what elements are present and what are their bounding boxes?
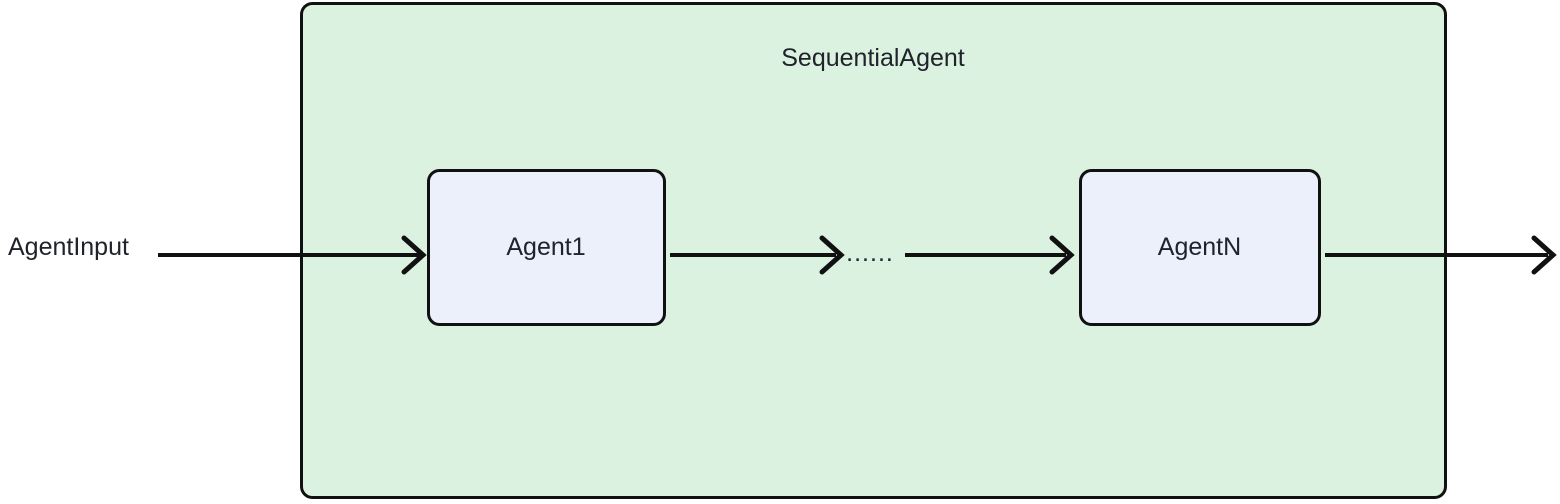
agentn-node[interactable] — [1079, 169, 1321, 326]
agent1-label: Agent1 — [506, 233, 586, 261]
agentn-label: AgentN — [1157, 233, 1242, 261]
edge-agentn-to-output — [1325, 235, 1557, 275]
ellipsis-label: ...... — [846, 239, 894, 267]
edge-input-to-agent1 — [158, 235, 427, 275]
edge-ellipsis-to-agentn — [905, 235, 1075, 275]
sequential-agent-container[interactable] — [300, 2, 1447, 499]
agent1-node[interactable] — [427, 169, 666, 326]
agent-input-label: AgentInput — [8, 233, 129, 261]
container-title: SequentialAgent — [781, 44, 965, 72]
edge-agent1-to-ellipsis — [670, 235, 845, 275]
